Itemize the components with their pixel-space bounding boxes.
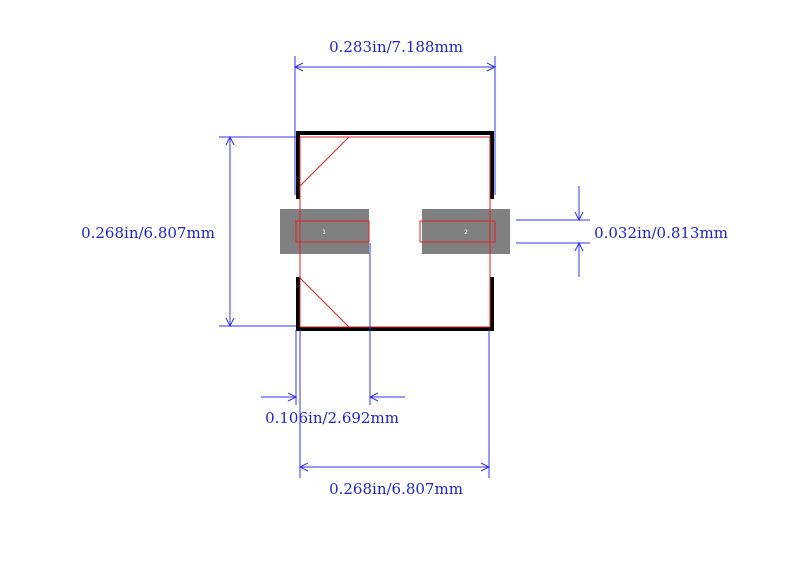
pad-1 [280, 209, 369, 254]
courtyard-lines [295, 136, 496, 328]
dimension-bottom-width [298, 330, 491, 478]
courtyard-rect [299, 136, 491, 328]
dimension-pad-height-label: 0.032in/0.813mm [594, 224, 728, 242]
body-outline [296, 131, 494, 331]
pad-1-outline [295, 220, 370, 243]
dimension-pad-width-label: 0.106in/2.692mm [265, 409, 399, 427]
pad-1-label: 1 [322, 229, 326, 236]
dimension-top-width [293, 56, 497, 195]
dimension-bottom-width-label: 0.268in/6.807mm [329, 480, 463, 498]
pin1-chamfer-bottom [299, 277, 350, 328]
dimension-top-width-label: 0.283in/7.188mm [329, 38, 463, 56]
pad-2-label: 2 [464, 229, 468, 236]
dimension-pad-height [516, 186, 590, 277]
pin1-chamfer-top [299, 136, 350, 187]
dimension-left-height-label: 0.268in/6.807mm [81, 224, 215, 242]
dimension-pad-width [261, 243, 405, 405]
dimension-left-height [219, 135, 296, 328]
pad-2-outline [419, 220, 496, 243]
